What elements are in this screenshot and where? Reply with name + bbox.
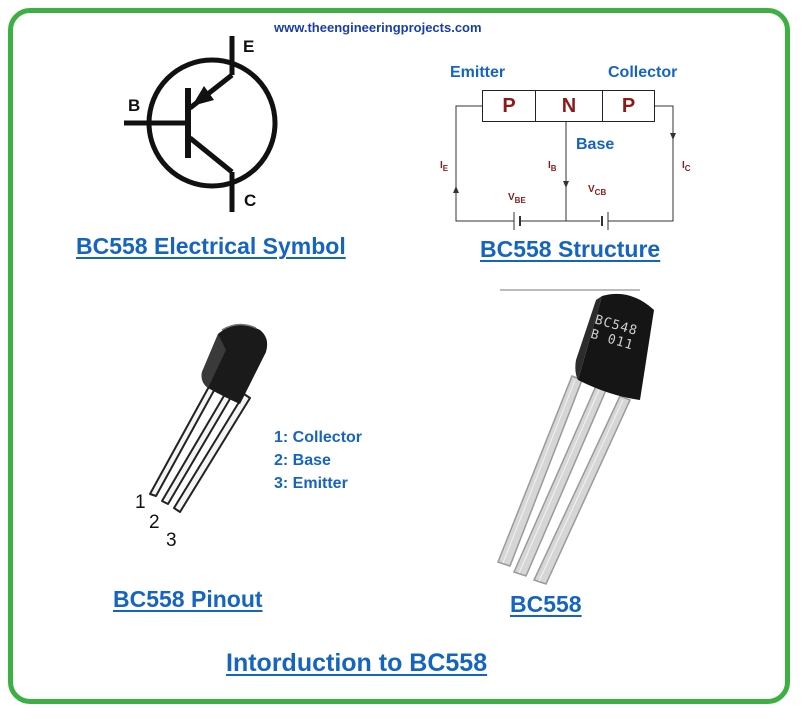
- pin-number-2: 2: [149, 512, 160, 533]
- symbol-caption[interactable]: BC558 Electrical Symbol: [76, 233, 346, 259]
- pin-1-collector: 1: Collector: [274, 429, 363, 446]
- vbe-voltage-label: VBE: [508, 192, 526, 205]
- layer-p-collector: P: [602, 90, 655, 122]
- base-label: Base: [576, 136, 615, 153]
- website-url[interactable]: www.theengineeringprojects.com: [274, 20, 482, 35]
- ic-current-label: IC: [682, 160, 691, 173]
- photo-caption[interactable]: BC558: [510, 591, 582, 617]
- pin-number-1: 1: [135, 492, 146, 513]
- ib-current-label: IB: [548, 160, 557, 173]
- pin-3-emitter: 3: Emitter: [274, 475, 348, 492]
- emitter-label: Emitter: [450, 64, 506, 81]
- collector-label: Collector: [608, 64, 678, 81]
- emitter-letter: E: [243, 37, 255, 56]
- base-letter: B: [128, 96, 141, 115]
- ie-current-label: IE: [440, 160, 449, 173]
- pinout-caption[interactable]: BC558 Pinout: [113, 586, 263, 612]
- pin-number-3: 3: [166, 530, 177, 551]
- structure-caption[interactable]: BC558 Structure: [480, 236, 661, 262]
- collector-letter: C: [244, 191, 257, 210]
- vcb-voltage-label: VCB: [588, 184, 607, 197]
- pin-2-base: 2: Base: [274, 452, 331, 469]
- page-title[interactable]: Intorduction to BC558: [226, 649, 488, 677]
